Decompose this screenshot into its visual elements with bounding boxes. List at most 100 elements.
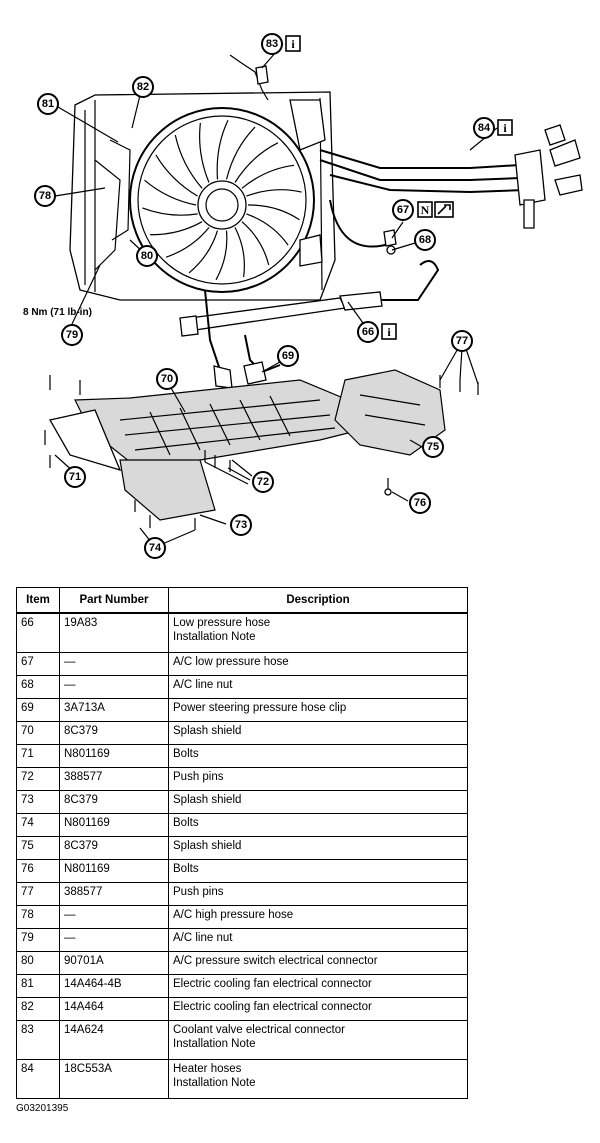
cell-description: Power steering pressure hose clip xyxy=(168,698,468,722)
svg-text:N: N xyxy=(421,203,430,217)
fasteners xyxy=(44,375,479,530)
callout-66: 66 xyxy=(357,321,379,343)
svg-text:76: 76 xyxy=(414,497,426,509)
cell-item: 80 xyxy=(16,951,60,975)
svg-text:72: 72 xyxy=(257,476,269,488)
cell-part-number: N801169 xyxy=(59,813,169,837)
callout-76: 76 xyxy=(409,492,431,514)
cell-item: 71 xyxy=(16,744,60,768)
fan-blade xyxy=(142,207,198,216)
cell-item: 72 xyxy=(16,767,60,791)
figure-id: G03201395 xyxy=(16,1103,69,1114)
fan-blade xyxy=(247,204,300,221)
description-text: Heater hoses xyxy=(173,1063,242,1075)
svg-text:68: 68 xyxy=(419,234,431,246)
fan-blade xyxy=(165,227,210,258)
svg-text:66: 66 xyxy=(362,326,374,338)
cell-description: A/C line nut xyxy=(168,675,468,699)
table-row: 67—A/C low pressure hose xyxy=(16,652,468,676)
svg-text:69: 69 xyxy=(282,350,294,362)
table-row: 68—A/C line nut xyxy=(16,675,468,699)
cell-part-number: N801169 xyxy=(59,744,169,768)
ac-low-pressure-hose xyxy=(329,199,440,301)
cell-description: Splash shield xyxy=(168,790,468,814)
callout-78: 78 xyxy=(34,185,56,207)
description-text: Electric cooling fan electrical connecto… xyxy=(173,978,372,990)
cell-description: Push pins xyxy=(168,767,468,791)
cell-item: 83 xyxy=(16,1020,60,1060)
cell-description: Bolts xyxy=(168,813,468,837)
callout-80: 80 xyxy=(136,245,158,267)
info-marker-66: i xyxy=(381,323,397,340)
cell-description: Electric cooling fan electrical connecto… xyxy=(168,974,468,998)
svg-text:75: 75 xyxy=(427,441,439,453)
cell-item: 73 xyxy=(16,790,60,814)
callout-68: 68 xyxy=(414,229,436,251)
fan-blade xyxy=(216,119,229,180)
exploded-parts-diagram: 83 82 81 78 84 67 68 80 79 66 69 70 77 7… xyxy=(23,33,583,559)
table-header-row: Item Part Number Description xyxy=(16,587,468,614)
torque-spec: 8 Nm (71 lb-in) xyxy=(23,307,92,318)
description-text: A/C pressure switch electrical connector xyxy=(173,955,378,967)
installation-note-link[interactable]: Installation Note xyxy=(173,1077,256,1089)
cell-part-number: 3A713A xyxy=(59,698,169,722)
header-item: Item xyxy=(16,587,60,614)
description-text: A/C high pressure hose xyxy=(173,909,294,921)
callout-67: 67 xyxy=(392,199,414,221)
callout-71: 71 xyxy=(64,466,86,488)
description-text: A/C line nut xyxy=(173,679,233,691)
svg-text:82: 82 xyxy=(137,81,149,93)
cell-part-number: 90701A xyxy=(59,951,169,975)
fan-blade xyxy=(144,179,197,206)
cell-part-number: 18C553A xyxy=(59,1059,169,1099)
svg-text:84: 84 xyxy=(478,122,491,134)
info-marker-83: i xyxy=(285,35,301,52)
cell-item: 84 xyxy=(16,1059,60,1099)
svg-text:74: 74 xyxy=(149,542,162,554)
cell-part-number: — xyxy=(59,928,169,952)
fan-blade xyxy=(246,213,289,246)
cell-description: A/C line nut xyxy=(168,928,468,952)
power-steering-hose xyxy=(204,289,281,389)
description-text: Push pins xyxy=(173,771,224,783)
header-description: Description xyxy=(168,587,468,614)
fan-blade xyxy=(246,189,302,197)
table-row: 79—A/C line nut xyxy=(16,928,468,952)
description-text: Push pins xyxy=(173,886,224,898)
svg-text:81: 81 xyxy=(42,98,54,110)
callout-83: 83 xyxy=(261,33,283,55)
fan-blade xyxy=(199,122,210,183)
cell-part-number: 388577 xyxy=(59,767,169,791)
svg-text:79: 79 xyxy=(66,329,78,341)
callout-74: 74 xyxy=(144,537,166,559)
fan-blade xyxy=(234,227,245,278)
table-row: 78—A/C high pressure hose xyxy=(16,905,468,929)
svg-text:i: i xyxy=(503,121,507,135)
description-text: Electric cooling fan electrical connecto… xyxy=(173,1001,372,1013)
cell-part-number: 8C379 xyxy=(59,721,169,745)
cell-part-number: 8C379 xyxy=(59,836,169,860)
cell-part-number: — xyxy=(59,652,169,676)
installation-note-link[interactable]: Installation Note xyxy=(173,1038,256,1050)
cell-description: Push pins xyxy=(168,882,468,906)
cell-item: 79 xyxy=(16,928,60,952)
svg-text:i: i xyxy=(387,325,391,339)
cell-item: 75 xyxy=(16,836,60,860)
fan-blade xyxy=(225,126,256,180)
cell-description: A/C pressure switch electrical connector xyxy=(168,951,468,975)
cell-item: 70 xyxy=(16,721,60,745)
installation-note-link[interactable]: Installation Note xyxy=(173,631,256,643)
description-text: Splash shield xyxy=(173,840,242,852)
cell-item: 76 xyxy=(16,859,60,883)
